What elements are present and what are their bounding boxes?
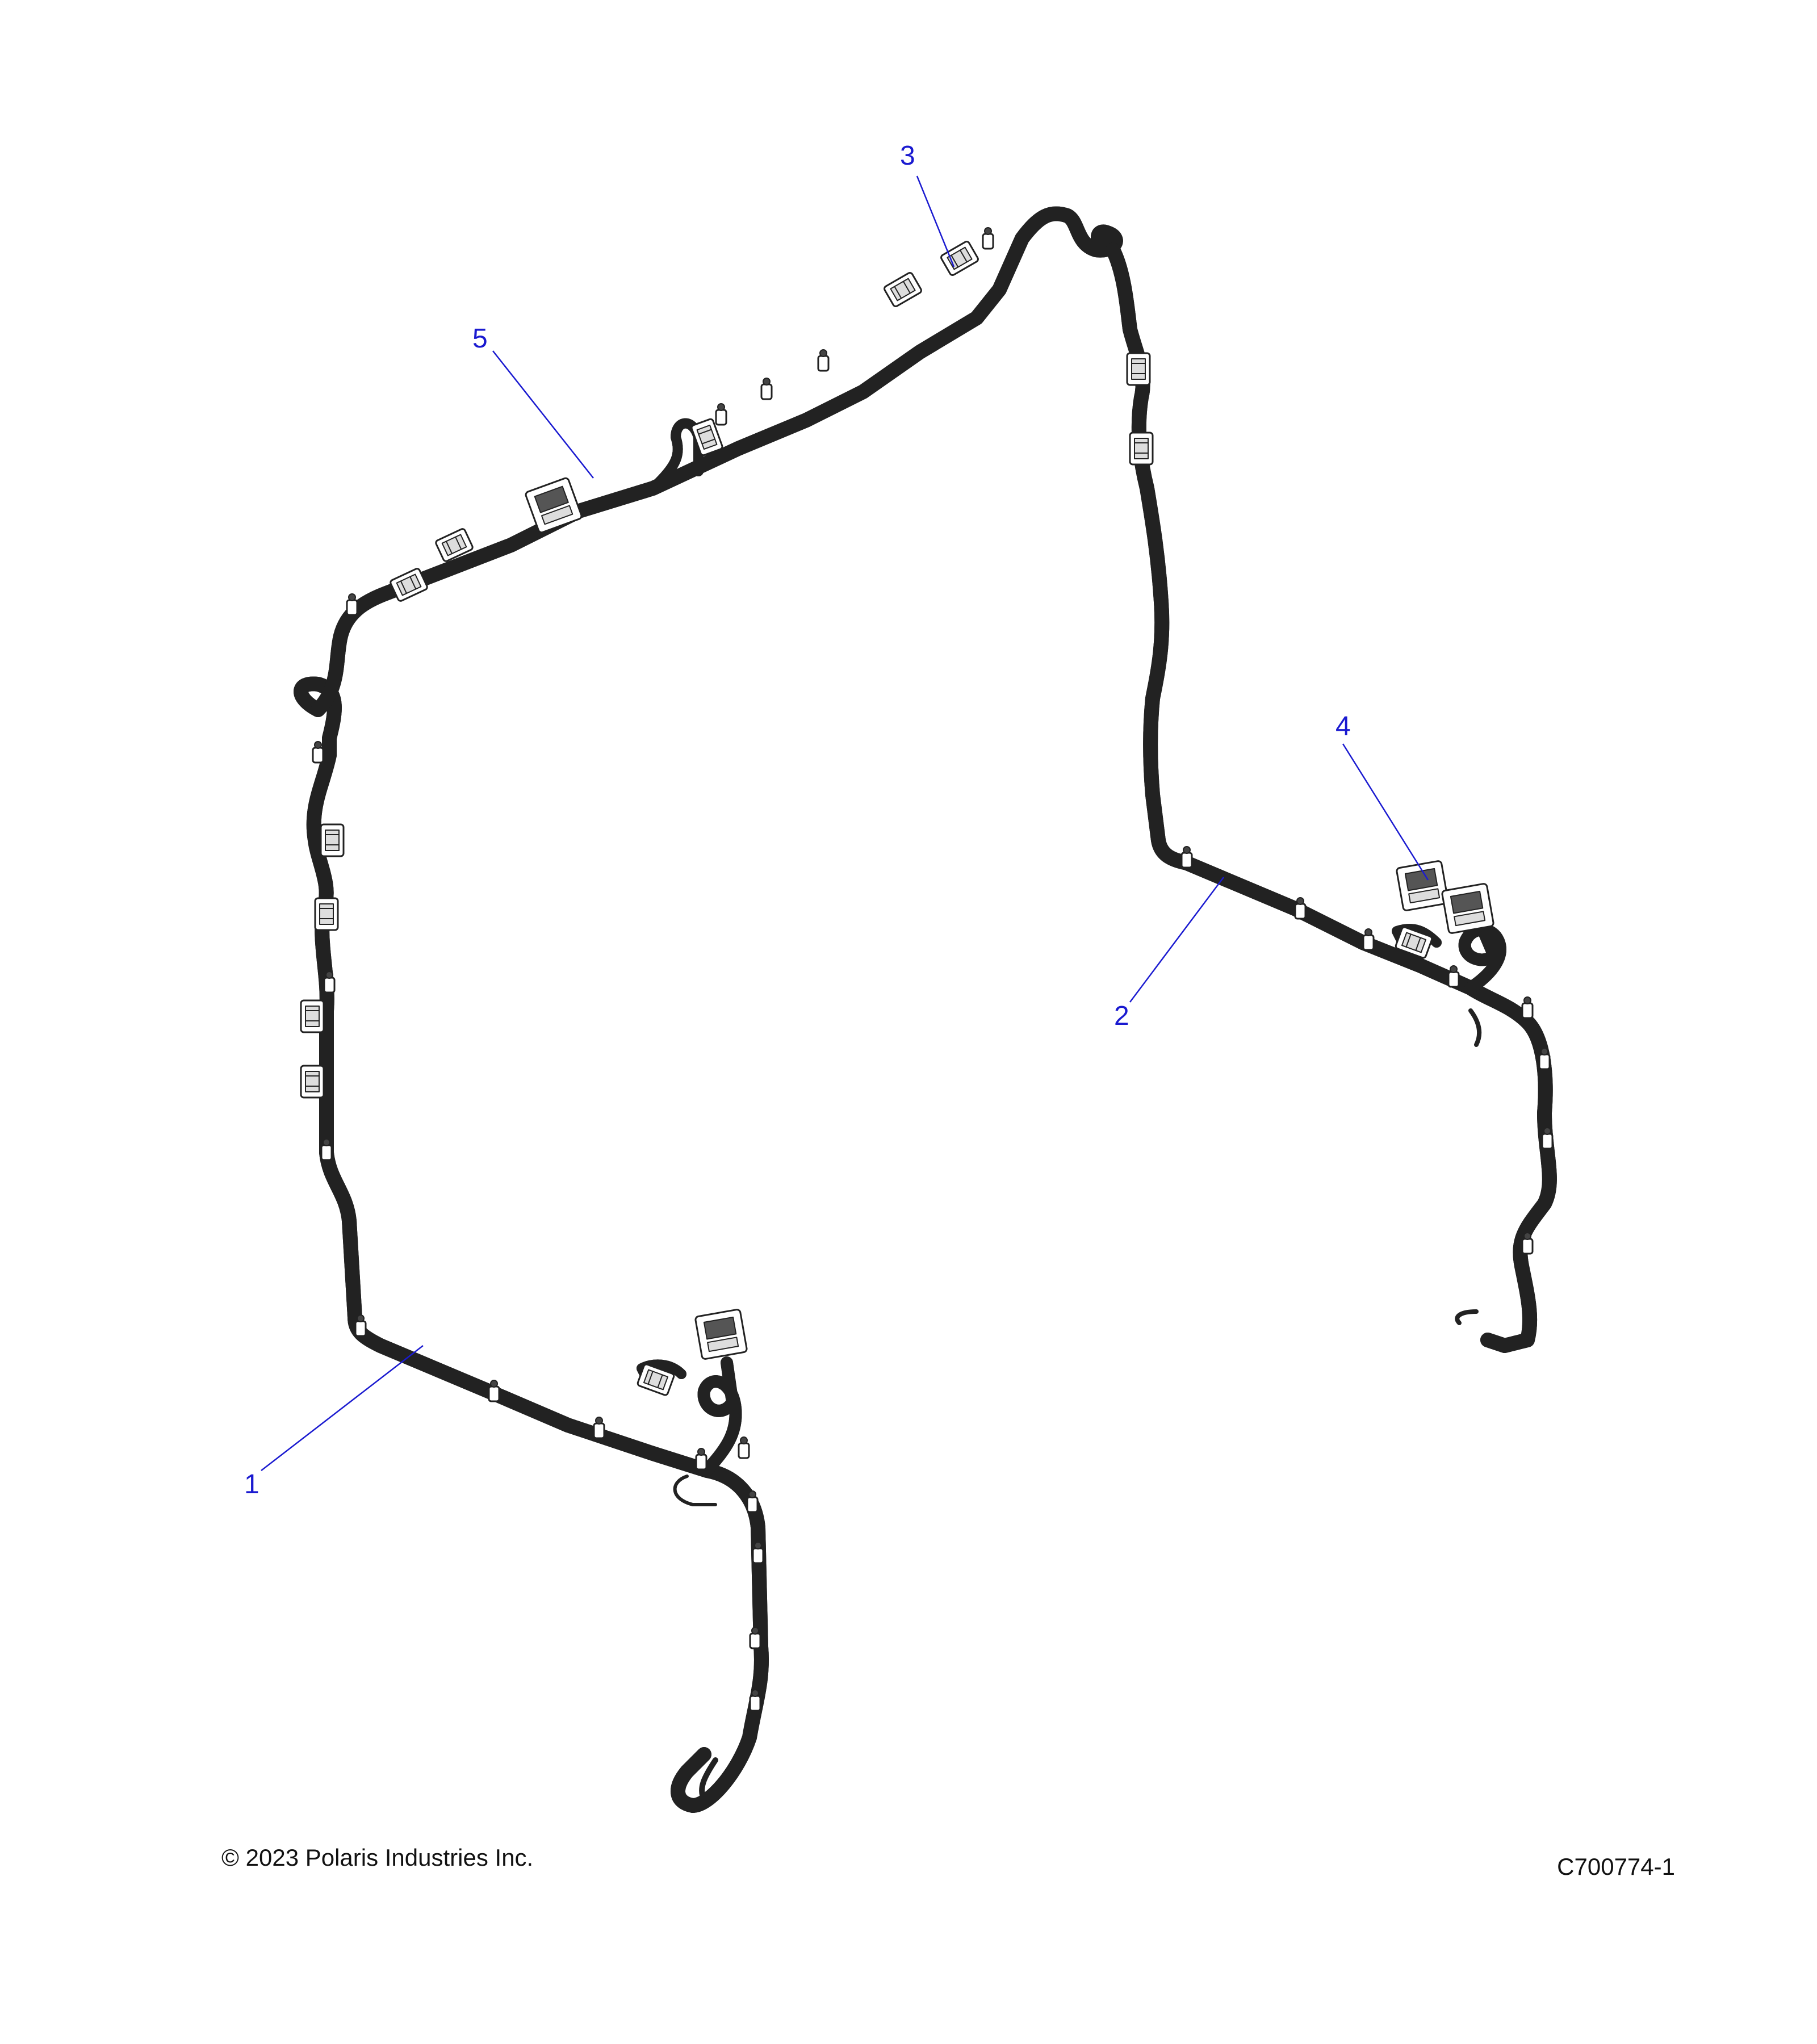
callout-3: 3	[900, 141, 915, 171]
leader-line-1	[261, 1345, 424, 1471]
harness-5	[311, 213, 1116, 717]
leader-line-4	[1342, 743, 1429, 881]
harness-2	[1106, 242, 1552, 1353]
figure-id: C700774-1	[1557, 1853, 1675, 1880]
leader-line-5	[492, 350, 594, 479]
callout-5: 5	[472, 324, 488, 354]
callout-2: 2	[1114, 1001, 1129, 1031]
copyright-text: © 2023 Polaris Industries Inc.	[221, 1844, 534, 1871]
leader-line-3	[916, 175, 955, 267]
harness-1	[301, 684, 763, 1813]
callout-1: 1	[244, 1469, 259, 1500]
leader-line-2	[1129, 877, 1224, 1003]
callout-4: 4	[1335, 711, 1351, 742]
leader-lines	[261, 175, 1429, 1471]
